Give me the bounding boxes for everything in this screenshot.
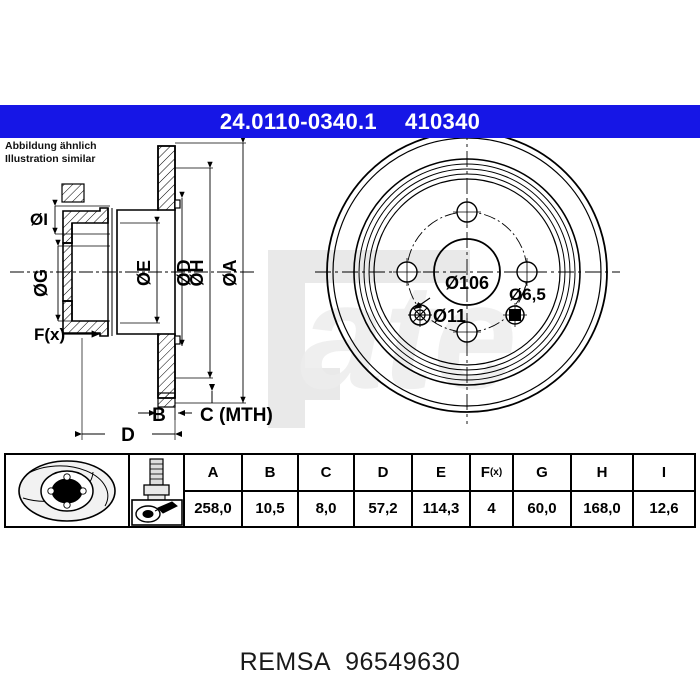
header-band: 24.0110-0340.1 410340 bbox=[0, 105, 700, 138]
value-b: 10,5 bbox=[243, 491, 299, 526]
value-fx: 4 bbox=[471, 491, 514, 526]
disc-outer-rim-lower bbox=[157, 333, 176, 399]
header-a: A bbox=[185, 455, 243, 490]
header-h: H bbox=[572, 455, 634, 490]
section-detail-square-top bbox=[61, 183, 85, 203]
dim-dia-e bbox=[120, 216, 160, 324]
leader-dia11 bbox=[413, 297, 431, 310]
hole-symbol-dia11 bbox=[408, 303, 432, 327]
label-dim-d: D bbox=[121, 425, 135, 446]
value-h: 168,0 bbox=[572, 491, 634, 526]
label-dia65: Ø6,5 bbox=[509, 285, 546, 304]
label-force: F(x) bbox=[34, 325, 65, 344]
value-i: 12,6 bbox=[649, 500, 679, 518]
header-b: B bbox=[243, 455, 299, 490]
hole-symbol-dia65 bbox=[503, 303, 527, 327]
spec-table: A B C D E F(x) G H I 258,0 10,5 8,0 57,2… bbox=[4, 453, 696, 528]
footer-brand: REMSA bbox=[239, 647, 332, 676]
bolt-icon-cell bbox=[130, 455, 185, 526]
illustration-note: Abbildung ähnlich Illustration similar bbox=[5, 140, 97, 165]
value-d: 57,2 bbox=[355, 491, 413, 526]
footer-code: 96549630 bbox=[345, 647, 461, 676]
header-fx-main: F bbox=[480, 463, 490, 481]
header-d: D bbox=[355, 455, 413, 490]
wheel-bolt-gauge-icon bbox=[130, 457, 183, 526]
rim-notch-upper bbox=[174, 199, 181, 209]
rim-notch-lower bbox=[174, 335, 181, 345]
brake-disc-icon bbox=[18, 459, 116, 522]
header-c: C bbox=[299, 455, 355, 490]
value-a: 258,0 bbox=[185, 491, 243, 526]
label-center-bore: Ø106 bbox=[445, 273, 489, 293]
header-e: E bbox=[413, 455, 471, 490]
drawing-area: ate bbox=[0, 138, 700, 450]
header-g: G bbox=[514, 455, 572, 490]
dim-dia-h bbox=[175, 161, 213, 379]
disc-outer-rim-upper bbox=[157, 145, 176, 211]
footer: REMSA 96549630 bbox=[0, 640, 700, 684]
section-hub-bore-upper bbox=[62, 242, 73, 302]
label-dia-h: ØH bbox=[187, 260, 207, 287]
face-view: Ø106 Ø11 Ø6,5 bbox=[315, 138, 620, 424]
illustration-note-de: Abbildung ähnlich bbox=[5, 140, 97, 152]
header-i: I bbox=[661, 463, 667, 481]
spec-header-row: A B C D E F(x) G H I bbox=[185, 455, 694, 492]
header-fx-sub: (x) bbox=[489, 466, 503, 478]
dim-dia-a bbox=[175, 138, 246, 404]
label-dia11: Ø11 bbox=[433, 306, 466, 326]
header-fx: F(x) bbox=[471, 455, 514, 490]
value-c: 8,0 bbox=[299, 491, 355, 526]
spec-data-columns: A B C D E F(x) G H I 258,0 10,5 8,0 57,2… bbox=[185, 455, 694, 526]
part-number: 24.0110-0340.1 bbox=[219, 108, 377, 134]
label-dia-e: ØE bbox=[134, 260, 154, 286]
section-hat-lower bbox=[62, 300, 109, 337]
cross-section-view: ØI ØG F(x) ØE ØD bbox=[10, 138, 273, 446]
label-dia-a: ØA bbox=[220, 259, 240, 286]
value-e: 114,3 bbox=[413, 491, 471, 526]
spec-value-row: 258,0 10,5 8,0 57,2 114,3 4 60,0 168,0 1… bbox=[185, 491, 694, 526]
section-hat-upper bbox=[62, 207, 109, 244]
dim-dia-g bbox=[55, 239, 110, 322]
section-detail-square bbox=[157, 392, 176, 408]
article-number: 410340 bbox=[404, 108, 481, 134]
illustration-note-en: Illustration similar bbox=[5, 152, 96, 165]
label-dia-i: ØI bbox=[30, 210, 48, 229]
label-dia-g: ØG bbox=[31, 269, 51, 297]
value-g: 60,0 bbox=[514, 491, 572, 526]
label-dim-c: C (MTH) bbox=[200, 405, 273, 426]
label-dim-b: B bbox=[152, 405, 166, 426]
bolt-holes bbox=[393, 198, 541, 346]
dim-dia-i bbox=[52, 199, 110, 235]
leader-dia65 bbox=[515, 281, 528, 305]
brake-disc-icon-cell bbox=[6, 455, 130, 526]
label-dia-d: ØD bbox=[174, 259, 194, 286]
